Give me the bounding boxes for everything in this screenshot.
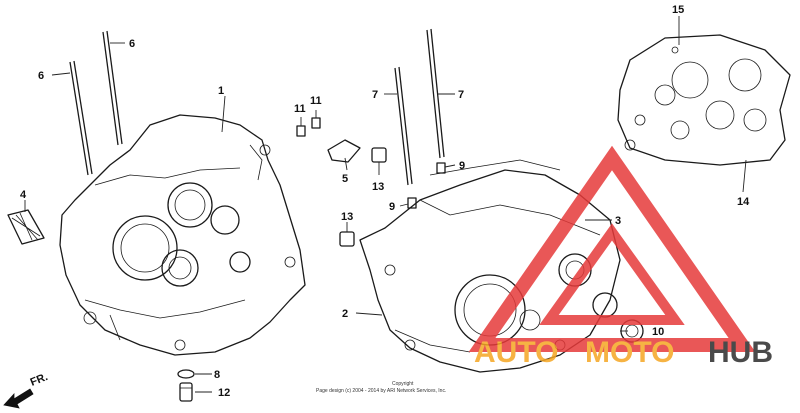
callout-9a: 9 [389, 201, 395, 213]
callout-3: 3 [615, 215, 621, 227]
callout-1: 1 [218, 85, 224, 97]
front-direction-arrow: FR. [3, 371, 50, 409]
callout-6b: 6 [129, 38, 135, 50]
oil-strainer-screen [7, 209, 45, 245]
crankcase-gasket-14 [617, 34, 791, 166]
stud-bolts-7 [394, 28, 445, 186]
callout-13b: 13 [341, 211, 353, 223]
callout-14: 14 [737, 196, 750, 208]
callout-labels: 1 2 3 4 5 6 6 7 7 8 9 9 10 11 11 12 13 1… [20, 4, 750, 399]
automotohub-watermark: AUTO MOTO HUB [468, 145, 773, 369]
callout-7a: 7 [372, 89, 378, 101]
watermark-inner-triangle-icon [539, 223, 685, 325]
copyright-line-2: Page design (c) 2004 - 2014 by ARI Netwo… [316, 388, 446, 394]
copyright-line-1: Copyright [392, 381, 414, 387]
arrow-icon [3, 388, 34, 409]
callout-11a: 11 [294, 103, 306, 115]
leader-lines [24, 16, 747, 393]
left-crankcase [59, 114, 306, 356]
callout-9b: 9 [459, 160, 465, 172]
callout-6a: 6 [38, 70, 44, 82]
dowel-pin-13-lower [339, 231, 355, 247]
watermark-triangle-icon [468, 145, 756, 352]
stud-bolts-6 [69, 30, 123, 176]
copyright-footer: Copyright Page design (c) 2004 - 2014 by… [316, 381, 446, 394]
callout-7b: 7 [458, 89, 464, 101]
dowel-pin-13-upper [371, 147, 387, 163]
watermark-moto: MOTO [585, 336, 674, 369]
callout-13a: 13 [372, 181, 384, 193]
front-label: FR. [29, 371, 50, 389]
watermark-hub: HUB [708, 336, 773, 369]
callout-2: 2 [342, 308, 348, 320]
callout-15: 15 [672, 4, 684, 16]
callout-10: 10 [652, 326, 664, 338]
callout-8: 8 [214, 369, 220, 381]
callout-4: 4 [20, 189, 27, 201]
bolts-11 [296, 117, 321, 137]
callout-11b: 11 [310, 95, 322, 107]
callout-12: 12 [218, 387, 230, 399]
callout-5: 5 [342, 173, 348, 185]
dowel-pin-9-upper [436, 162, 446, 174]
setting-plate-5 [327, 139, 361, 163]
drain-bolt-and-washer [177, 369, 195, 402]
watermark-auto: AUTO [474, 336, 558, 369]
